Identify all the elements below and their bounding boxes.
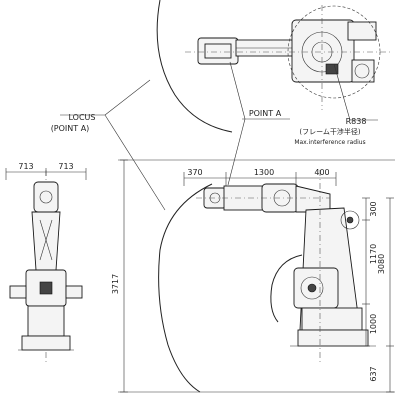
locus-label-sub: (POINT A) [51, 124, 90, 133]
dim-shoulder-height: 3080 [377, 254, 386, 274]
locus-arc-main [158, 183, 213, 393]
locus-leader-2 [104, 114, 166, 211]
dim-base-height: 1000 [369, 314, 378, 334]
radius-en-label: Max.interference radius [294, 139, 365, 146]
radius-leader [333, 63, 351, 121]
dim-front-left: 713 [18, 162, 33, 171]
point-a-label: POINT A [249, 109, 282, 118]
locus-leader-1 [104, 79, 151, 116]
dim-arm-link: 1170 [369, 244, 378, 264]
dim-top-offset: 300 [369, 201, 378, 216]
radius-jp-label: (フレーム干渉半径) [299, 127, 361, 136]
point-a-leader-2 [227, 118, 246, 186]
locus-arc-inner [270, 254, 303, 323]
dim-front-right: 713 [58, 162, 73, 171]
locus-outer-arc [156, 0, 233, 133]
dim-floor-offset: 637 [369, 366, 378, 381]
front-view-robot [9, 170, 83, 362]
radius-value-label: R838 [346, 117, 367, 126]
dim-arm-offset: 400 [314, 168, 329, 177]
dim-total-height: 3717 [111, 274, 120, 294]
locus-label: LOCUS [69, 113, 96, 122]
dim-reach-offset: 370 [187, 168, 202, 177]
point-a-leader-1 [229, 61, 246, 120]
side-view-robot [196, 170, 376, 362]
interference-radius-circle [287, 5, 381, 99]
top-view-robot [185, 5, 390, 110]
dim-upper-arm: 1300 [254, 168, 274, 177]
